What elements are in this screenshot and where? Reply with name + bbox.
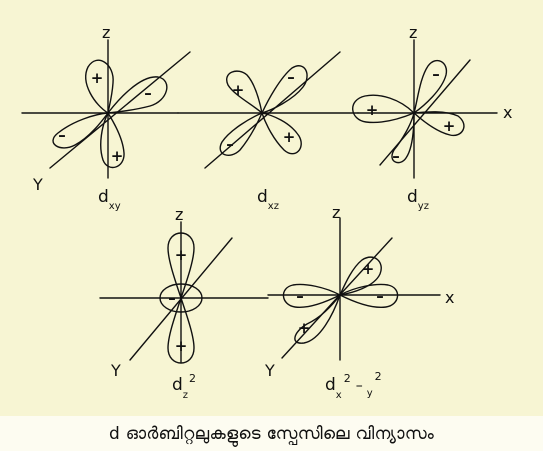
lobe-plus-upper-left <box>226 70 264 115</box>
lobe-plus-left <box>352 94 416 124</box>
orbital-dxy <box>21 39 191 179</box>
sign-plus: + <box>362 260 375 278</box>
z-axis-label: z <box>102 23 110 42</box>
y-axis-line <box>49 51 191 169</box>
label-dxy: dxy <box>98 187 121 212</box>
label-dxz: dxz <box>257 187 279 212</box>
sign-plus: + <box>283 128 296 146</box>
sign-minus: – <box>432 65 440 83</box>
sign-plus: + <box>111 147 124 165</box>
lobe-minus-left <box>282 283 342 309</box>
z-axis-label: z <box>332 203 340 222</box>
lobe-minus-right <box>338 283 399 309</box>
lobe-plus-lower-left <box>294 294 341 344</box>
orbital-dyz <box>352 39 498 179</box>
z-axis-label: z <box>175 205 183 224</box>
lobe-minus-left <box>52 112 110 149</box>
sign-minus: – <box>58 126 66 144</box>
lobe-plus-lower <box>100 111 125 169</box>
sign-minus: – <box>287 68 295 86</box>
lobe-plus-upper <box>167 232 195 301</box>
z-axis-label: z <box>409 23 417 42</box>
x-axis-label: x <box>445 288 454 307</box>
sign-minus: – <box>226 135 234 153</box>
caption: d ഓർബിറ്റലുകളുടെ സ്പേസിലെ വിന്യാസം <box>0 416 543 451</box>
sign-plus: + <box>175 246 188 264</box>
lobe-minus-lower-left <box>219 111 264 156</box>
sign-plus: + <box>175 337 188 355</box>
d-orbitals-diagram: z Y z x z Y z x Y + – – + + – – + – + + … <box>21 23 512 401</box>
torus-ring <box>159 283 203 313</box>
lobe-minus-upper-right <box>260 65 308 115</box>
sign-minus: – <box>296 287 304 305</box>
orbital-dx2-y2 <box>267 217 441 361</box>
sign-plus: + <box>366 101 379 119</box>
lobe-minus-right <box>106 76 168 114</box>
lobe-plus-lower-right <box>260 112 302 155</box>
sign-minus: – <box>392 147 400 165</box>
sign-minus: – <box>376 287 384 305</box>
y-axis-label: Y <box>264 361 275 380</box>
sign-plus: + <box>298 319 311 337</box>
lobe-minus-lower <box>391 112 415 164</box>
sign-plus: + <box>91 69 104 87</box>
lobe-plus-right <box>412 111 465 137</box>
sign-plus: + <box>232 81 245 99</box>
x-axis-label: x <box>503 103 512 122</box>
orbital-dxz <box>177 51 359 169</box>
lobe-minus-upper <box>412 59 448 115</box>
lobe-plus-upper-right <box>338 256 382 296</box>
lobe-plus-upper-left <box>85 59 114 115</box>
y-axis-label: Y <box>110 361 121 380</box>
lobe-plus-lower <box>167 295 195 364</box>
sign-plus: + <box>443 117 456 135</box>
y-axis-line <box>204 51 341 169</box>
sign-minus: – <box>168 289 176 307</box>
sign-minus: – <box>144 84 152 102</box>
label-dx2-y2: dx2–y2 <box>325 370 382 401</box>
orbital-dz2 <box>99 221 269 364</box>
label-dz2: dz2 <box>172 372 196 401</box>
label-dyz: dyz <box>407 187 429 212</box>
y-axis-label: Y <box>32 175 43 194</box>
